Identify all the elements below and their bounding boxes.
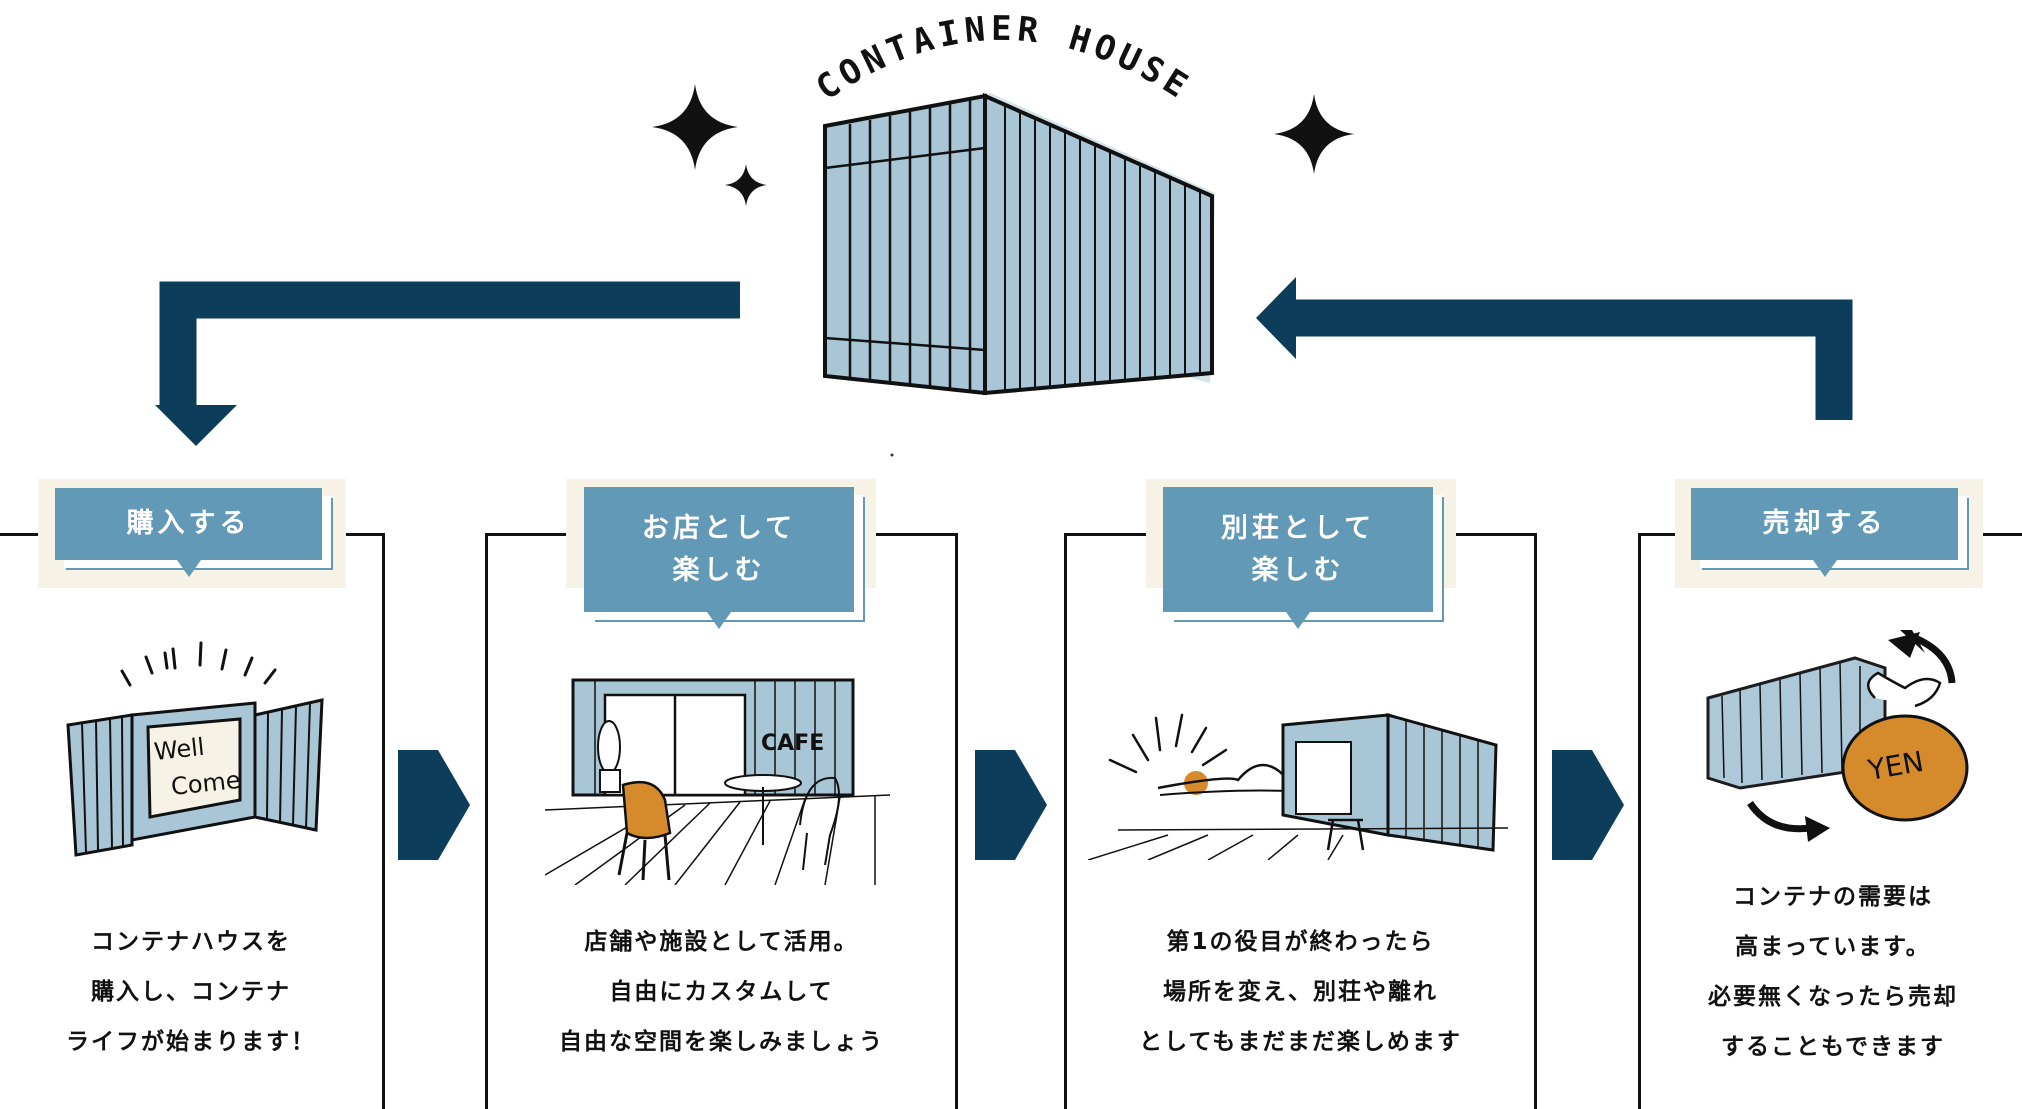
sparkle-small-icon	[724, 163, 768, 207]
step-label-text: 購入する	[126, 508, 251, 539]
step-description-purchase: コンテナハウスを 購入し、コンテナ ライフが始まります！	[0, 917, 382, 1067]
cafe-container-illustration: CAFE	[545, 678, 890, 885]
illustration-text: CAFE	[761, 731, 824, 756]
description-line: コンテナの需要は	[1733, 884, 1933, 910]
cycle-arrows	[155, 277, 1853, 457]
description-line: 必要無くなったら売却	[1708, 984, 1958, 1010]
step-label-sell: 売却する	[1691, 488, 1958, 577]
description-line: としてもまだまだ楽しめます	[1139, 1029, 1462, 1055]
step-label-text: 売却する	[1762, 508, 1887, 539]
description-line: ライフが始まります！	[66, 1029, 316, 1055]
shipping-container-illustration	[823, 92, 1215, 396]
step-label-villa: 別荘として 楽しむ	[1163, 487, 1433, 629]
welcome-doors-illustration: Well Come	[66, 641, 324, 857]
step-description-sell: コンテナの需要は 高まっています。 必要無くなったら売却 することもできます	[1641, 872, 2022, 1072]
step-label-text: 楽しむ	[672, 554, 766, 586]
description-line: 店舗や施設として活用。	[584, 929, 859, 955]
sparkle-icon	[1273, 93, 1355, 175]
step-label-shop: お店として 楽しむ	[584, 487, 854, 629]
description-line: コンテナハウスを	[91, 929, 291, 955]
next-chevron-icon	[398, 750, 470, 860]
step-description-shop: 店舗や施設として活用。 自由にカスタムして 自由な空間を楽しみましょう	[488, 917, 955, 1067]
step-description-villa: 第1の役目が終わったら 場所を変え、別荘や離れ としてもまだまだ楽しめます	[1067, 917, 1534, 1067]
step-label-text: 楽しむ	[1251, 554, 1345, 586]
description-line: することもできます	[1720, 1034, 1946, 1060]
step-label-text: 別荘として	[1220, 512, 1376, 544]
yen-bag-illustration: YEN	[1706, 630, 1969, 842]
next-chevron-icon	[1552, 750, 1624, 860]
arrow-head-left	[1256, 277, 1296, 359]
description-line: 自由にカスタムして	[609, 979, 834, 1005]
arrow-up-left	[1292, 299, 1853, 420]
villa-container-illustration	[1088, 713, 1508, 860]
description-line: 購入し、コンテナ	[91, 979, 291, 1005]
step-card-shop	[485, 533, 958, 1109]
arrow-head-down	[155, 405, 237, 446]
description-line: 場所を変え、別荘や離れ	[1163, 979, 1438, 1005]
step-label-purchase: 購入する	[55, 488, 322, 577]
sparkle-icon	[652, 84, 738, 170]
description-line: 第1の役目が終わったら	[1166, 929, 1435, 955]
illustration-text: Well	[153, 733, 206, 766]
step-card-sell	[1638, 533, 2022, 1109]
next-chevron-icon	[975, 750, 1047, 860]
description-line: 自由な空間を楽しみましょう	[559, 1029, 884, 1055]
step-label-text: お店として	[641, 512, 797, 544]
description-line: 高まっています。	[1735, 934, 1931, 960]
arrow-left-down	[159, 281, 740, 408]
title-arc: CONTAINER HOUSE	[809, 9, 1194, 109]
